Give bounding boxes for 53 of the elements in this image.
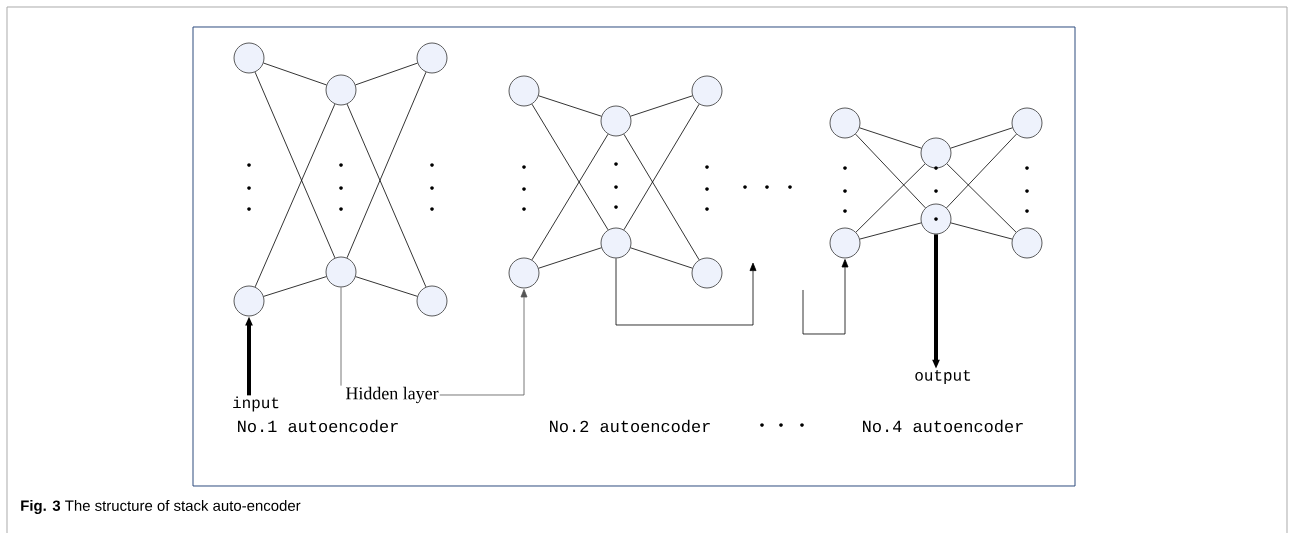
arrow bbox=[802, 259, 849, 335]
neuron-circle bbox=[508, 257, 540, 289]
neuron-circle bbox=[691, 75, 723, 107]
connection-line bbox=[946, 163, 1017, 233]
layer-label: Hidden layer bbox=[345, 386, 439, 404]
connection-line bbox=[263, 276, 327, 297]
connection-line bbox=[254, 71, 336, 259]
connection-line bbox=[859, 222, 922, 240]
connection-line bbox=[859, 127, 922, 149]
connection-line bbox=[531, 103, 609, 231]
autoencoder-label: No.4 autoencoder bbox=[863, 419, 1023, 433]
neuron-circle bbox=[920, 203, 952, 235]
connection-line bbox=[950, 127, 1013, 149]
neuron-circle bbox=[416, 285, 448, 317]
neuron-circle bbox=[416, 42, 448, 74]
connection-line bbox=[538, 95, 602, 117]
connection-line bbox=[346, 71, 427, 259]
arrow bbox=[615, 258, 757, 326]
connection-line bbox=[531, 133, 609, 261]
connection-line bbox=[355, 62, 418, 86]
connection-line bbox=[855, 163, 926, 233]
neuron-circle bbox=[1011, 107, 1043, 139]
neuron-circle bbox=[233, 285, 265, 317]
neuron-circle bbox=[920, 137, 952, 169]
connection-line bbox=[630, 95, 693, 117]
connection-line bbox=[623, 133, 700, 261]
neuron-circle bbox=[829, 107, 861, 139]
input-label: input bbox=[233, 396, 279, 412]
connection-line bbox=[950, 222, 1013, 240]
connection-line bbox=[254, 103, 336, 288]
arrow bbox=[439, 289, 528, 396]
connection-line bbox=[855, 133, 926, 209]
neuron-circle bbox=[325, 256, 357, 288]
connection-line bbox=[623, 103, 700, 231]
connection-line bbox=[346, 103, 427, 288]
connection-line bbox=[630, 247, 693, 269]
neuron-circle bbox=[325, 74, 357, 106]
autoencoder-label: No.1 autoencoder bbox=[238, 419, 398, 433]
output-label: output bbox=[915, 370, 971, 384]
leader-line bbox=[340, 287, 342, 387]
figure-caption: Fig. 3 The structure of stack auto-encoder bbox=[21, 500, 301, 514]
neuron-circle bbox=[233, 42, 265, 74]
neuron-circle bbox=[691, 257, 723, 289]
neuron-circle bbox=[1011, 227, 1043, 259]
connection-line bbox=[263, 62, 327, 86]
neuron-circle bbox=[508, 75, 540, 107]
neuron-circle bbox=[600, 105, 632, 137]
connection-line bbox=[355, 276, 418, 297]
neuron-circle bbox=[600, 227, 632, 259]
neuron-circle bbox=[829, 227, 861, 259]
connection-line bbox=[946, 133, 1017, 209]
connection-line bbox=[538, 247, 602, 269]
autoencoder-label: No.2 autoencoder bbox=[550, 419, 710, 433]
